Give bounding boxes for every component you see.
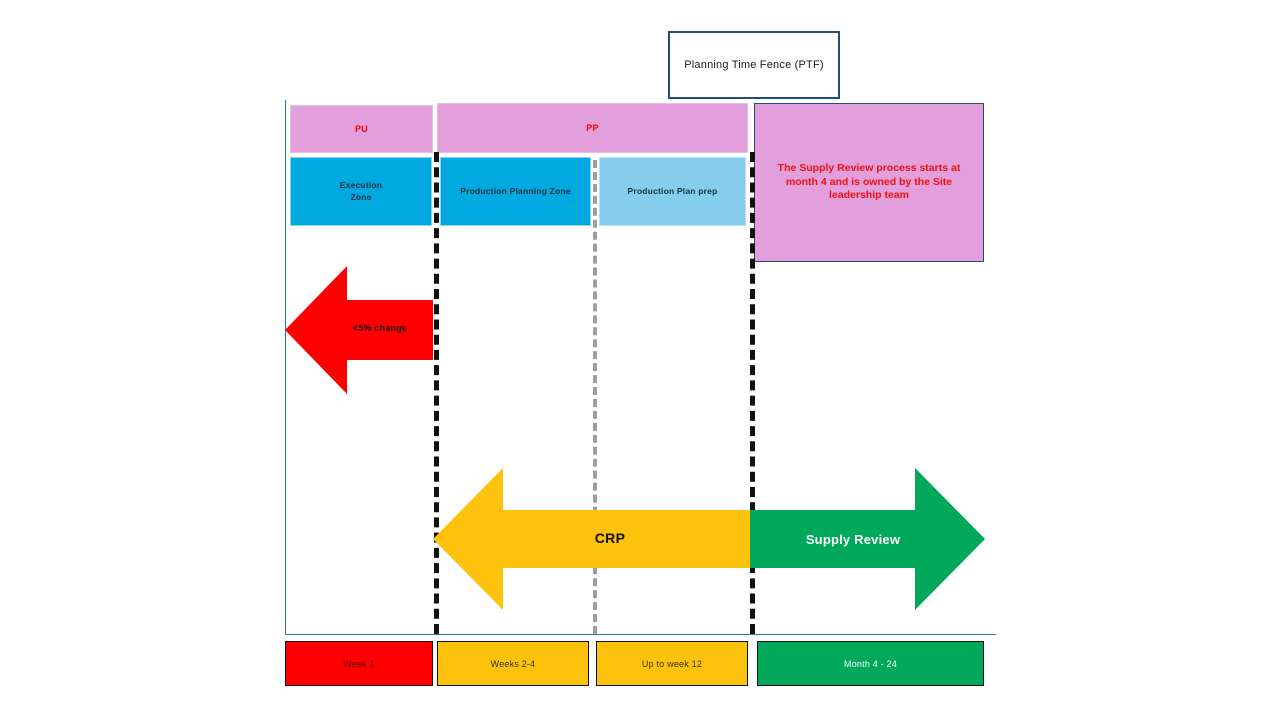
timeline-chip-up-to-week-12[interactable]: Up to week 12 [596,641,748,686]
zone-execution-label: Execution Zone [340,180,382,203]
timeline-chip-weeks-2-4[interactable]: Weeks 2-4 [437,641,589,686]
timeline-chip-month-4-24[interactable]: Month 4 - 24 [757,641,984,686]
timeline-chip-month-4-24-label: Month 4 - 24 [844,658,897,669]
horizontal-axis-line [285,634,996,635]
divider-ptf-boundary-left [434,152,439,634]
band-pu[interactable]: PU [290,105,433,153]
divider-mid-boundary [593,160,597,634]
vertical-axis-line [285,100,286,635]
supply-review-note[interactable]: The Supply Review process starts at mont… [754,103,984,262]
timeline-chip-week-1-label: Week 1 [343,658,375,669]
arrow-change-label: <5% change [352,323,408,333]
zone-production-plan-prep-label: Production Plan prep [627,185,718,196]
supply-review-note-text: The Supply Review process starts at mont… [777,162,961,202]
zone-execution-line1: Execution [339,180,383,191]
divider-ptf-boundary-right [750,152,755,634]
zone-execution[interactable]: Execution Zone [290,157,432,226]
band-pu-label: PU [354,124,369,134]
band-pp-label: PP [586,123,599,133]
timeline-chip-week-1[interactable]: Week 1 [285,641,433,686]
timeline-chip-weeks-2-4-label: Weeks 2-4 [490,658,536,669]
zone-execution-line2: Zone [350,191,372,202]
arrow-supply-review-label: Supply Review [805,531,901,547]
planning-time-fence-label: Planning Time Fence (PTF) [684,59,824,71]
planning-time-fence-callout[interactable]: Planning Time Fence (PTF) [668,31,840,99]
zone-production-planning-label: Production Planning Zone [460,185,571,196]
zone-production-plan-prep[interactable]: Production Plan prep [599,157,746,226]
timeline-chip-up-to-week-12-label: Up to week 12 [641,658,703,669]
arrow-crp-label: CRP [594,530,626,546]
band-pp[interactable]: PP [437,103,748,153]
zone-production-planning[interactable]: Production Planning Zone [440,157,591,226]
